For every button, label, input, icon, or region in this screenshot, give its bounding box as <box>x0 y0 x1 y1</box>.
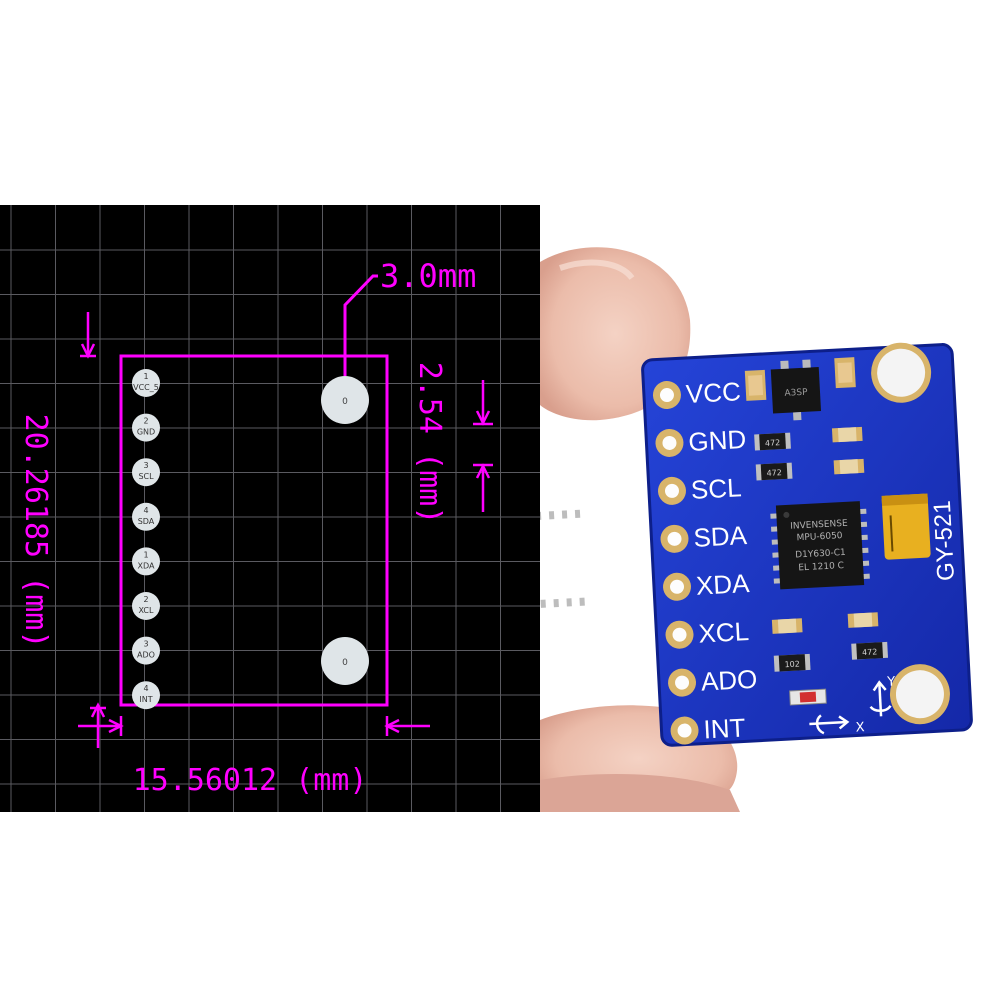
axis-x-label: X <box>855 720 865 735</box>
header-pin: SCL <box>657 472 742 505</box>
mpu-chip: INVENSENSE MPU-6050 D1Y630-C1 EL 1210 C <box>540 501 870 608</box>
axis-marking <box>809 680 892 735</box>
pitch-bottom-arrow <box>473 463 493 512</box>
tantalum-capacitor <box>881 493 931 560</box>
header-pin: GND <box>655 424 747 457</box>
footprint-grid <box>0 205 540 812</box>
pin-number: 3 <box>143 461 148 470</box>
voltage-regulator: A3SP <box>770 359 822 421</box>
pin-name: VCC_5 <box>133 383 159 392</box>
pin-number: 4 <box>143 684 148 693</box>
header-pin: XDA <box>663 568 751 601</box>
pin-number: 4 <box>143 506 148 515</box>
resistor: 472 <box>755 462 793 481</box>
mount-hole-label: 0 <box>342 658 348 668</box>
hole-diameter-label: 3.0mm <box>380 257 476 295</box>
pitch-dimension-label: 2.54 (mm) <box>412 362 447 525</box>
gy521-board: VCC GND SCL SDA XDA XCL ADO INT A3SP 472 <box>540 342 973 747</box>
pin-name: SCL <box>138 472 154 481</box>
hole-leader-line <box>343 274 378 376</box>
svg-text:472: 472 <box>862 647 878 657</box>
board-outline <box>119 354 389 707</box>
resistor: 102 <box>773 653 811 672</box>
header-pin-label: SDA <box>693 520 749 553</box>
header-pads: VCC GND SCL SDA XDA XCL ADO INT <box>652 376 758 745</box>
svg-text:472: 472 <box>765 438 781 448</box>
height-dimension-label: 20.26185 (mm) <box>18 414 53 649</box>
pin-name: GND <box>137 428 155 437</box>
header-pin-label: VCC <box>685 376 741 409</box>
pin-name: SDA <box>138 517 155 526</box>
width-left-arrow <box>78 716 124 736</box>
pitch-top-arrow <box>473 380 493 426</box>
svg-text:472: 472 <box>766 468 782 478</box>
header-pin-label: ADO <box>700 664 758 697</box>
header-pin: XCL <box>665 616 750 649</box>
pin-name: ADO <box>137 651 155 660</box>
pin-name: XDA <box>138 561 156 570</box>
chip-line-3: D1Y630-C1 <box>795 548 846 561</box>
height-top-arrow <box>80 312 96 359</box>
header-pin-label: INT <box>703 712 747 744</box>
chip-line-2: MPU-6050 <box>796 531 843 543</box>
pin-number: 1 <box>143 550 148 559</box>
width-right-arrow <box>384 716 430 736</box>
footprint-background <box>0 205 540 812</box>
width-dimension-label: 15.56012 (mm) <box>133 763 368 798</box>
header-pin: VCC <box>652 376 742 410</box>
pin-number: 3 <box>143 640 148 649</box>
mount-hole-label: 0 <box>342 397 348 407</box>
mount-hole: 0 <box>321 376 369 424</box>
power-led <box>789 688 827 706</box>
chip-line-1: INVENSENSE <box>790 519 848 532</box>
resistor: 472 <box>851 641 889 660</box>
regulator-marking: A3SP <box>784 388 808 399</box>
module-photo: VCC GND SCL SDA XDA XCL ADO INT A3SP 472 <box>540 205 1000 812</box>
header-pin-label: XCL <box>698 616 750 649</box>
pin-name: XCL <box>139 606 154 615</box>
axis-y-label: Y <box>886 674 896 689</box>
header-pin-label: GND <box>688 424 747 457</box>
pin-number: 1 <box>143 372 148 381</box>
resistor: 472 <box>754 432 791 451</box>
pin-number: 2 <box>143 595 148 604</box>
header-pin-label: XDA <box>695 568 751 601</box>
header-pin: ADO <box>668 664 758 697</box>
mount-hole: 0 <box>321 637 369 685</box>
board-name: GY-521 <box>929 500 960 582</box>
svg-text:102: 102 <box>784 659 800 669</box>
header-pin-label: SCL <box>690 472 742 505</box>
header-pin: SDA <box>660 520 749 553</box>
header-pin: INT <box>670 712 747 745</box>
chip-line-4: EL 1210 C <box>798 561 844 573</box>
pin-number: 2 <box>143 417 148 426</box>
pin-name: INT <box>139 695 152 704</box>
smd-parts: 472 472 102 <box>744 357 889 706</box>
